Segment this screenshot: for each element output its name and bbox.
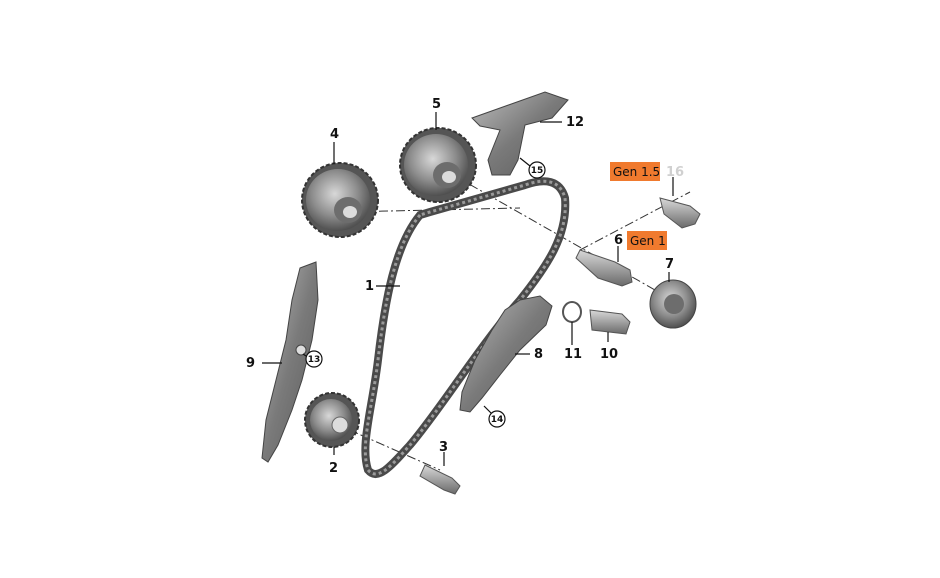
- label-3: 3: [439, 440, 448, 455]
- label-8: 8: [534, 347, 543, 362]
- tag-gen-1-5: Gen 1.5: [610, 162, 660, 181]
- circled-label-13: 13: [305, 350, 323, 368]
- sprocket-bolt: [419, 464, 461, 495]
- label-4: 4: [330, 127, 339, 142]
- label-7: 7: [665, 257, 674, 272]
- crankshaft-sprocket: [304, 392, 360, 448]
- svg-text:14: 14: [491, 415, 504, 425]
- circled-label-14: 14: [488, 410, 506, 428]
- chain-guide-bracket: [471, 91, 569, 176]
- camshaft-adjuster-right: [399, 127, 477, 203]
- label-10: 10: [600, 347, 618, 362]
- tensioner-rail: [261, 261, 319, 463]
- solenoid-valve: [649, 279, 697, 329]
- label-11: 11: [564, 347, 582, 362]
- svg-text:13: 13: [308, 355, 321, 365]
- label-5: 5: [432, 97, 441, 112]
- camshaft-adjuster-left: [301, 162, 379, 238]
- label-16: 16: [666, 165, 684, 180]
- svg-text:Gen 1.5: Gen 1.5: [613, 165, 660, 179]
- circled-label-15: 15: [528, 161, 546, 179]
- leader-lines: [262, 112, 674, 466]
- central-valve: [575, 249, 633, 287]
- label-12: 12: [566, 115, 584, 130]
- label-6: 6: [614, 233, 623, 248]
- label-1: 1: [365, 279, 374, 294]
- chain-tensioner: [589, 309, 631, 335]
- label-9: 9: [246, 356, 255, 371]
- timing-chain: [361, 177, 570, 478]
- central-valve-gen15: [659, 197, 701, 229]
- svg-text:15: 15: [531, 166, 544, 176]
- tag-gen-1: Gen 1: [627, 231, 667, 250]
- svg-text:Gen 1: Gen 1: [630, 234, 666, 248]
- seal-ring: [562, 301, 582, 323]
- guide-rail: [459, 295, 553, 413]
- label-2: 2: [329, 461, 338, 476]
